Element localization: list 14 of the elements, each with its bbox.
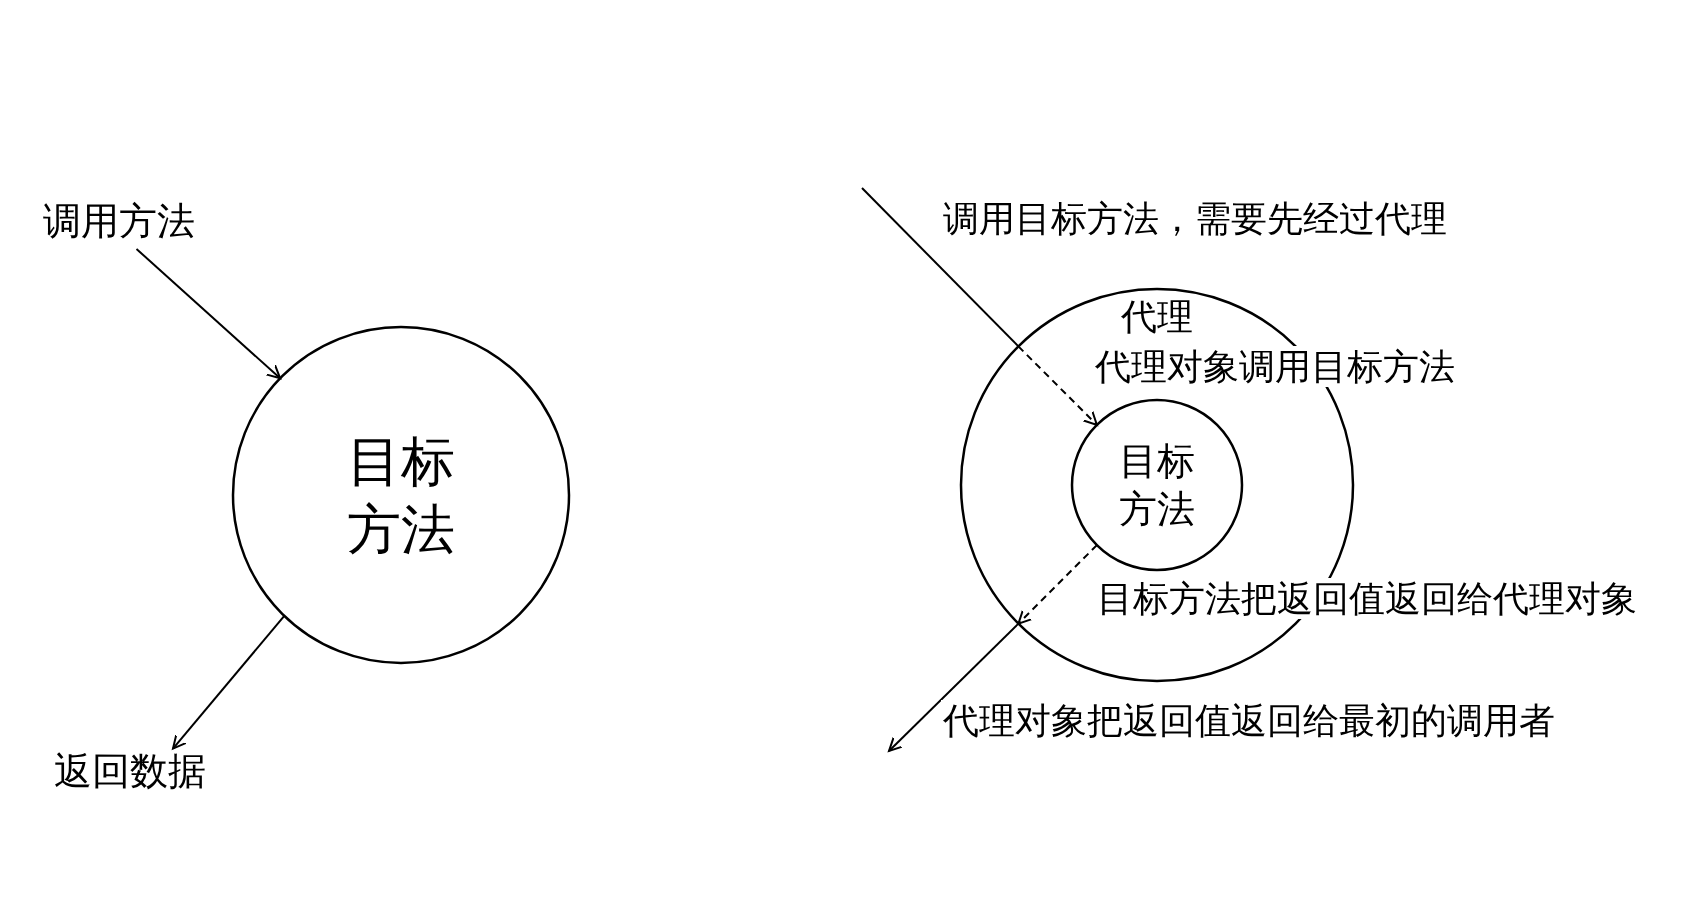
arrow	[1017, 345, 1098, 426]
edge-label: 代理对象调用目标方法	[1093, 346, 1457, 388]
target-method-circle	[1071, 399, 1243, 571]
target-method-circle	[232, 326, 570, 664]
return-data-text: 返回数据	[54, 750, 224, 798]
arrow	[172, 614, 286, 750]
call-method-text: 调用方法	[43, 200, 213, 248]
arrow	[135, 247, 282, 380]
circle-text: 目标方法	[1118, 437, 1196, 532]
circle-text: 代理	[1121, 295, 1193, 339]
line	[861, 187, 1020, 348]
arrow	[888, 622, 1020, 752]
arrow	[1017, 544, 1098, 625]
circle-text: 目标方法	[346, 428, 456, 562]
